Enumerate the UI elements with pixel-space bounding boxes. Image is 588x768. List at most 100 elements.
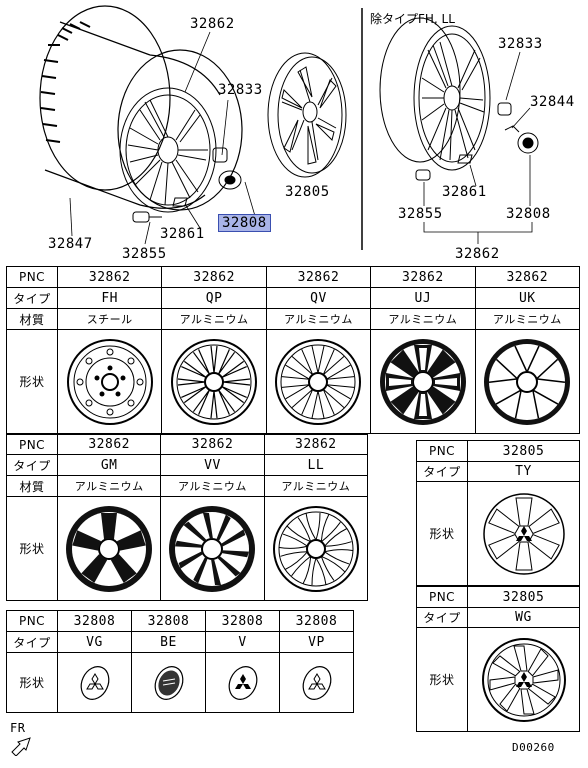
type-cell: FH (56, 287, 163, 309)
row-header-shape: 形状 (6, 496, 58, 601)
steel-wheel-icon (66, 338, 153, 425)
leader-lines (69, 31, 256, 245)
type-cell: UK (474, 287, 581, 309)
wheel-cover-illustration (267, 52, 347, 178)
type-cell: BE (131, 631, 206, 653)
row-header-type: タイプ (6, 631, 58, 653)
wheel-image-fh[interactable] (56, 329, 163, 434)
pnc-cell: 32862 (265, 266, 372, 288)
wheel-cover-table-wg: PNC 32805 タイプ WG 形状 (416, 586, 580, 732)
material-cell: アルミニウム (474, 308, 581, 330)
callout-32861-right: 32861 (442, 184, 487, 200)
pnc-cell: 32862 (56, 434, 162, 455)
diagram-id: D00260 (512, 741, 555, 754)
row-header-pnc: PNC (6, 610, 58, 632)
row-header-type: タイプ (6, 287, 58, 309)
wheel-image-vv[interactable] (160, 496, 265, 601)
type-cell: GM (56, 454, 162, 476)
type-cell: TY (467, 461, 580, 482)
row-header-type: タイプ (6, 454, 58, 476)
wheel-table-2: PNC 32862 32862 32862 タイプ GM VV LL 材質 アル… (6, 434, 369, 601)
row-header-pnc: PNC (6, 434, 58, 455)
pnc-cell: 32805 (467, 440, 580, 462)
callout-32862: 32862 (190, 16, 235, 32)
pnc-cell: 32862 (474, 266, 581, 288)
callout-32855-right: 32855 (398, 206, 443, 222)
row-header-shape: 形状 (416, 481, 468, 586)
center-cap-image-vg[interactable] (57, 652, 132, 713)
wheel-cover-image-wg[interactable] (467, 627, 580, 732)
callout-32808-highlighted[interactable]: 32808 (218, 214, 271, 232)
material-cell: アルミニウム (263, 475, 369, 497)
row-header-pnc: PNC (6, 266, 58, 288)
pnc-cell: 32808 (205, 610, 280, 632)
exclusion-note: 除タイプFH, LL (370, 12, 455, 26)
type-cell: UJ (370, 287, 476, 309)
wheel-table-1: PNC 32862 32862 32862 32862 32862 タイプ FH… (6, 266, 581, 434)
pnc-cell: 32862 (263, 434, 369, 455)
wheel-cover-icon (482, 492, 565, 575)
exploded-diagram (39, 5, 539, 250)
material-cell: アルミニウム (161, 308, 267, 330)
center-cap-icon (154, 665, 183, 700)
wheel-image-gm[interactable] (56, 496, 162, 601)
wheel-image-uj[interactable] (370, 329, 476, 434)
wheel-cover-table-ty: PNC 32805 タイプ TY 形状 (416, 440, 580, 586)
type-cell: LL (263, 454, 369, 476)
alloy-wheel-icon (379, 338, 466, 425)
row-header-material: 材質 (6, 308, 58, 330)
wheel-illustration (119, 87, 217, 213)
alloy-wheel-icon (169, 505, 256, 592)
material-cell: スチール (56, 308, 163, 330)
pnc-cell: 32808 (57, 610, 132, 632)
pnc-cell: 32862 (370, 266, 476, 288)
type-cell: VP (279, 631, 354, 653)
alloy-wheel-icon (275, 338, 362, 425)
fr-label: FR (10, 721, 26, 735)
material-cell: アルミニウム (265, 308, 372, 330)
callout-32844: 32844 (530, 94, 575, 110)
pnc-cell: 32808 (131, 610, 206, 632)
callout-32862-right: 32862 (455, 246, 500, 262)
row-header-shape: 形状 (416, 627, 468, 732)
wheel-cover-image-ty[interactable] (467, 481, 580, 586)
wheel-image-qv[interactable] (265, 329, 372, 434)
right-wheel-illustration (379, 17, 491, 171)
type-cell: QV (265, 287, 372, 309)
row-header-material: 材質 (6, 475, 58, 497)
right-leader-lines (423, 51, 533, 244)
row-header-type: タイプ (416, 461, 468, 482)
wheel-image-uk[interactable] (474, 329, 581, 434)
type-cell: VV (160, 454, 265, 476)
center-cap-icon (302, 665, 331, 700)
type-cell: V (205, 631, 280, 653)
mitsubishi-logo-icon (515, 671, 532, 687)
row-header-pnc: PNC (416, 586, 468, 608)
alloy-wheel-icon (171, 338, 258, 425)
wheel-image-qp[interactable] (161, 329, 267, 434)
center-cap-image-v[interactable] (205, 652, 280, 713)
callout-32805: 32805 (285, 184, 330, 200)
pnc-cell: 32808 (279, 610, 354, 632)
pnc-cell: 32862 (56, 266, 163, 288)
callout-32855: 32855 (122, 246, 167, 262)
wheel-image-ll[interactable] (263, 496, 369, 601)
mitsubishi-logo-icon (515, 525, 532, 541)
material-cell: アルミニウム (370, 308, 476, 330)
center-cap-image-be[interactable] (131, 652, 206, 713)
pnc-cell: 32862 (161, 266, 267, 288)
center-cap-image-vp[interactable] (279, 652, 354, 713)
small-parts (132, 147, 242, 223)
callout-32847: 32847 (48, 236, 93, 252)
center-cap-icon (80, 665, 109, 700)
row-header-shape: 形状 (6, 329, 58, 434)
row-header-type: タイプ (416, 607, 468, 628)
callout-32833-right: 32833 (498, 36, 543, 52)
row-header-pnc: PNC (416, 440, 468, 462)
pnc-cell: 32805 (467, 586, 580, 608)
material-cell: アルミニウム (56, 475, 162, 497)
type-cell: QP (161, 287, 267, 309)
callout-32833: 32833 (218, 82, 263, 98)
material-cell: アルミニウム (160, 475, 265, 497)
pnc-cell: 32862 (160, 434, 265, 455)
